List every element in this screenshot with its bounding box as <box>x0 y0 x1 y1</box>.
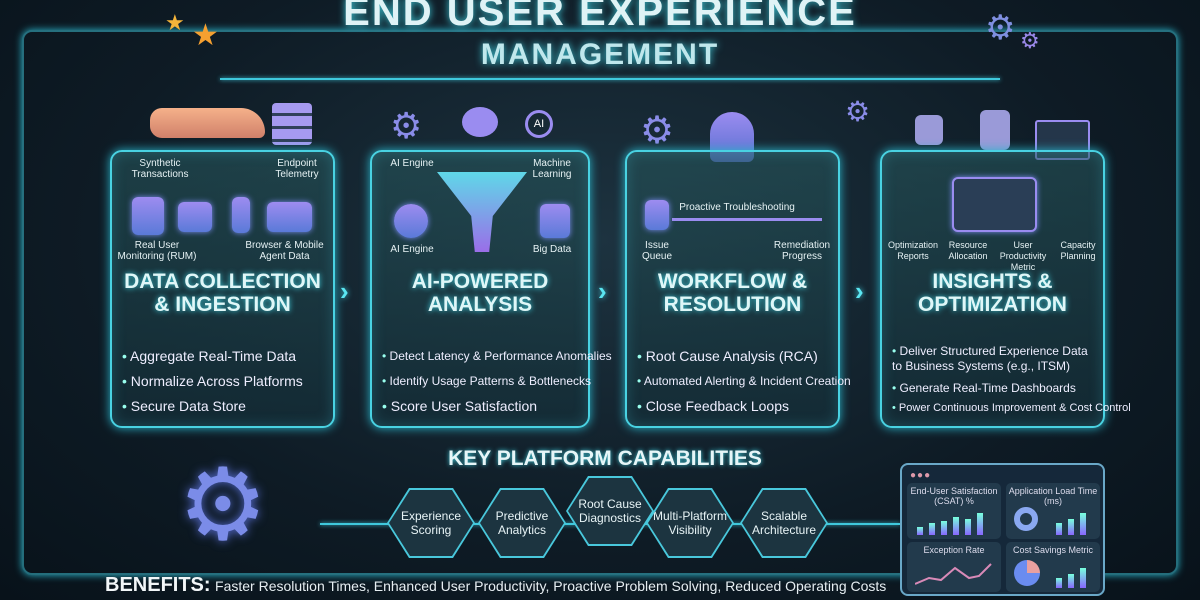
hand-icon <box>150 108 265 138</box>
donut-icon <box>1014 507 1038 531</box>
ai-search-icon: AI <box>525 110 553 138</box>
page-subtitle: MANAGEMENT <box>480 38 720 71</box>
benefits-bar: BENEFITS: Faster Resolution Times, Enhan… <box>105 574 1105 597</box>
gear-icon: ⚙ <box>985 9 1016 47</box>
pie-icon <box>1014 560 1040 586</box>
panel-heading: AI-POWERED ANALYSIS <box>411 270 549 316</box>
bullet: Normalize Across Platforms <box>122 369 327 394</box>
big-gear-icon: ⚙ <box>178 449 268 561</box>
label-issue-queue: Issue Queue <box>641 240 673 262</box>
label-endpoint: Endpoint Telemetry <box>275 158 319 180</box>
gear-icon: ⚙ <box>1020 28 1040 53</box>
bullet: Detect Latency & Performance Anomalies <box>382 344 612 369</box>
flow-line <box>672 218 822 221</box>
gear-icon: ⚙ <box>390 105 423 146</box>
star-icon: ★ <box>192 19 219 52</box>
label-big-data: Big Data <box>532 244 572 255</box>
database-icon <box>132 197 164 235</box>
page-title: END USER EXPERIENCE <box>343 0 857 34</box>
capabilities-heading: KEY PLATFORM CAPABILITIES <box>448 447 762 470</box>
label-resource-allocation: Resource Allocation <box>948 240 988 261</box>
star-icon: ★ <box>165 10 185 35</box>
label-browser-mobile: Browser & Mobile Agent Data <box>245 240 324 262</box>
window-dots-icon: ●●● <box>910 470 932 481</box>
card-load-time: Application Load Time (ms) <box>1006 483 1100 539</box>
bullet: Power Continuous Improvement & Cost Cont… <box>892 398 1131 418</box>
label-ai-engine-2: AI Engine <box>390 244 434 255</box>
label-rum: Real User Monitoring (RUM) <box>117 240 197 262</box>
browser-icon <box>178 202 212 232</box>
label-machine-learning: Machine Learning <box>532 158 572 180</box>
bullet-list: Detect Latency & Performance Anomalies I… <box>382 344 612 419</box>
chevron-right-icon: › <box>598 276 607 306</box>
panel-ai-analysis: AI Engine Machine Learning AI Engine Big… <box>370 150 612 428</box>
chevron-right-icon: › <box>340 276 349 306</box>
bullet: Aggregate Real-Time Data <box>122 344 327 369</box>
label-remediation: Remediation Progress <box>773 240 831 262</box>
bullet: Generate Real-Time Dashboards <box>892 378 1097 398</box>
bullet: Root Cause Analysis (RCA) <box>637 344 832 369</box>
label-optimization-reports: Optimization Reports <box>887 240 939 261</box>
capability-multi-platform: Multi-Platform Visibility <box>646 488 734 558</box>
clipboard-icon <box>645 200 669 230</box>
gear-icon: ⚙ <box>845 96 871 127</box>
panel-insights: Optimization Reports Resource Allocation… <box>880 150 1131 428</box>
panel-workflow: Proactive Troubleshooting Issue Queue Re… <box>625 150 851 428</box>
bullet-list: Root Cause Analysis (RCA) Automated Aler… <box>637 344 851 419</box>
panel-heading: INSIGHTS & OPTIMIZATION <box>918 270 1067 316</box>
card-cost-savings: Cost Savings Metric <box>1006 542 1100 592</box>
brain-icon <box>462 107 498 137</box>
robot-icon <box>915 115 943 145</box>
bullet: Deliver Structured Experience Data to Bu… <box>892 344 1097 374</box>
benefits-text: Faster Resolution Times, Enhanced User P… <box>215 578 887 594</box>
label-user-productivity: User Productivity Metric <box>999 240 1047 272</box>
server-icon <box>272 103 312 145</box>
agent-icon <box>267 202 312 232</box>
robot-icon <box>980 110 1010 150</box>
ai-gear-icon <box>394 204 428 238</box>
mobile-icon <box>232 197 250 233</box>
funnel-icon <box>437 172 527 252</box>
label-ai-engine: AI Engine <box>390 158 434 169</box>
card-csat: End-User Satisfaction (CSAT) % <box>907 483 1001 539</box>
gear-icon: ⚙ <box>640 110 675 152</box>
bullet: Automated Alerting & Incident Creation <box>637 369 851 394</box>
label-proactive: Proactive Troubleshooting <box>679 202 795 213</box>
capability-root-cause: Root Cause Diagnostics <box>566 476 654 546</box>
bullet: Identify Usage Patterns & Bottlenecks <box>382 369 591 394</box>
bullet-list: Aggregate Real-Time Data Normalize Acros… <box>122 344 327 419</box>
chevron-right-icon: › <box>855 276 864 306</box>
benefits-label: BENEFITS: <box>105 574 211 596</box>
bullet: Score User Satisfaction <box>382 394 582 419</box>
card-exception-rate: Exception Rate <box>907 542 1001 592</box>
label-synthetic: Synthetic Transactions <box>131 158 189 180</box>
dashboard-screen-icon <box>952 177 1037 232</box>
bullet: Close Feedback Loops <box>637 394 832 419</box>
big-data-icon <box>540 204 570 238</box>
label-capacity-planning: Capacity Planning <box>1060 240 1096 261</box>
metrics-dashboard: ●●● End-User Satisfaction (CSAT) % Appli… <box>900 463 1105 596</box>
capability-experience-scoring: Experience Scoring <box>387 488 475 558</box>
bullet: Secure Data Store <box>122 394 327 419</box>
bullet-list: Deliver Structured Experience Data to Bu… <box>892 344 1131 418</box>
panel-heading: WORKFLOW & RESOLUTION <box>657 270 808 316</box>
panel-heading: DATA COLLECTION & INGESTION <box>124 270 321 316</box>
line-chart-icon <box>915 563 992 585</box>
outer-frame <box>22 30 1178 575</box>
capability-scalable-architecture: Scalable Architecture <box>740 488 828 558</box>
connector-line <box>220 78 1000 80</box>
panel-data-collection: Synthetic Transactions Endpoint Telemetr… <box>110 150 335 428</box>
